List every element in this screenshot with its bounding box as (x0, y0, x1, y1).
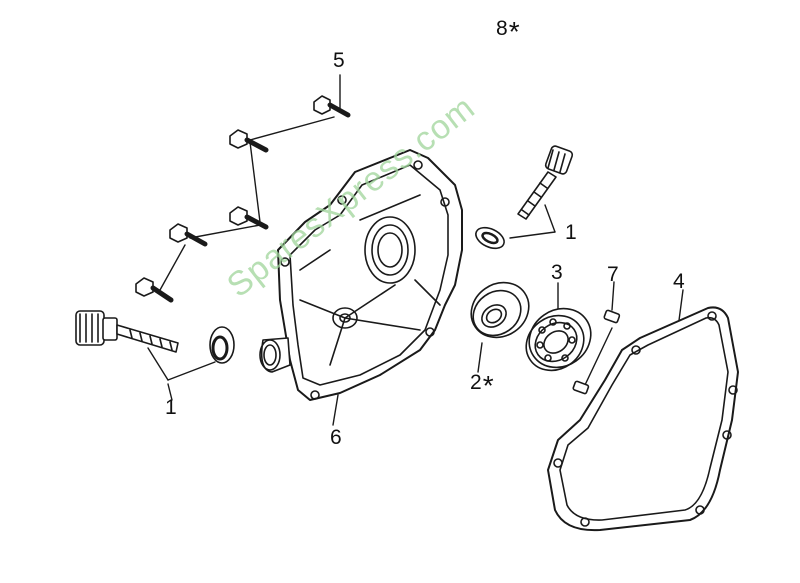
callout-5: 5 (333, 50, 345, 71)
callout-7-number: 7 (607, 263, 619, 286)
callout-1-right: 1 (565, 222, 577, 243)
o-ring-right (475, 226, 505, 250)
bolt-5-top (313, 95, 351, 118)
callout-2-number: 2 (470, 371, 482, 394)
callout-4-number: 4 (673, 270, 685, 293)
bolt-5-d (135, 277, 174, 303)
ball-bearing (525, 307, 592, 372)
callout-6: 6 (330, 427, 342, 448)
callout-3: 3 (551, 262, 563, 283)
dowel-pin-bottom (572, 380, 590, 395)
callout-1-left: 1 (165, 397, 177, 418)
oil-filler-cap-right (517, 145, 574, 220)
callout-3-number: 3 (551, 261, 563, 284)
bolt-5-a (229, 129, 269, 153)
dowel-pin-top (603, 309, 621, 324)
callout-8-number: 8 (496, 17, 508, 40)
callout-5-number: 5 (333, 49, 345, 72)
gasket (547, 306, 739, 532)
crankcase-cover (259, 149, 463, 401)
callout-4: 4 (673, 271, 685, 292)
o-ring-left (209, 326, 235, 364)
callout-8: 8* (496, 18, 520, 46)
callout-2-mark: * (482, 370, 494, 401)
oil-seal (470, 281, 530, 339)
callout-2: 2* (470, 372, 494, 400)
callout-1-right-number: 1 (565, 221, 577, 244)
oil-filler-cap-left (75, 310, 179, 353)
callout-1-left-number: 1 (165, 396, 177, 419)
bolt-5-c (169, 223, 208, 247)
callout-6-number: 6 (330, 426, 342, 449)
callout-8-mark: * (508, 16, 520, 47)
callout-7: 7 (607, 264, 619, 285)
bolt-5-b (229, 206, 269, 230)
